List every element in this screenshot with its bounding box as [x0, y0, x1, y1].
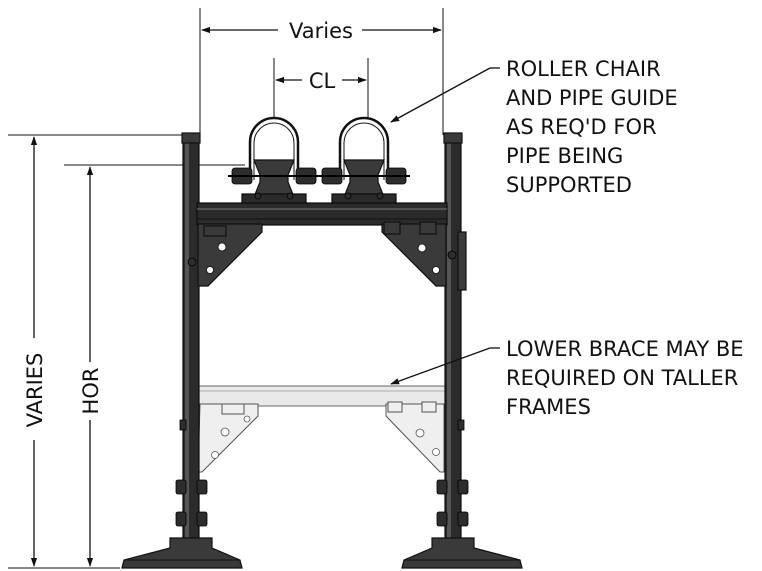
callout-line: AND PIPE GUIDE	[506, 86, 678, 110]
roller-chair-callout-text: ROLLER CHAIR AND PIPE GUIDE AS REQ'D FOR…	[506, 57, 684, 197]
upper-right-gusset	[381, 221, 467, 291]
roller-chair-right	[318, 116, 410, 204]
centerline-dimension: CL	[273, 58, 369, 160]
callout-line: SUPPORTED	[506, 173, 632, 197]
callout-line: ROLLER CHAIR	[506, 57, 661, 81]
callout-line: LOWER BRACE MAY BE	[506, 337, 744, 361]
height-dimension: VARIES	[8, 134, 190, 569]
centerline-dimension-label: CL	[309, 69, 336, 93]
width-dimension-label: Varies	[289, 19, 353, 43]
right-post	[443, 132, 463, 558]
lower-brace-callout: LOWER BRACE MAY BE REQUIRED ON TALLER FR…	[390, 337, 750, 419]
lower-brace-callout-text: LOWER BRACE MAY BE REQUIRED ON TALLER FR…	[506, 337, 750, 419]
right-post-bolts	[436, 419, 469, 527]
callout-line: PIPE BEING	[506, 144, 623, 168]
left-post-bolts	[175, 419, 208, 527]
callout-line: AS REQ'D FOR	[506, 115, 657, 139]
upper-crossbar	[196, 202, 448, 226]
left-base-foot	[121, 537, 243, 569]
right-base-foot	[401, 537, 523, 569]
roller-chair-left	[228, 116, 320, 204]
roller-chair-callout: ROLLER CHAIR AND PIPE GUIDE AS REQ'D FOR…	[390, 57, 684, 197]
lower-brace	[197, 385, 447, 473]
width-dimension: Varies	[199, 8, 444, 135]
left-post	[181, 132, 201, 558]
upper-left-gusset	[187, 223, 263, 287]
hor-dimension: HOR	[64, 164, 245, 567]
callout-line: REQUIRED ON TALLER	[506, 366, 738, 390]
callout-line: FRAMES	[506, 395, 591, 419]
height-dimension-label: VARIES	[23, 353, 47, 428]
hor-dimension-label: HOR	[79, 368, 103, 415]
